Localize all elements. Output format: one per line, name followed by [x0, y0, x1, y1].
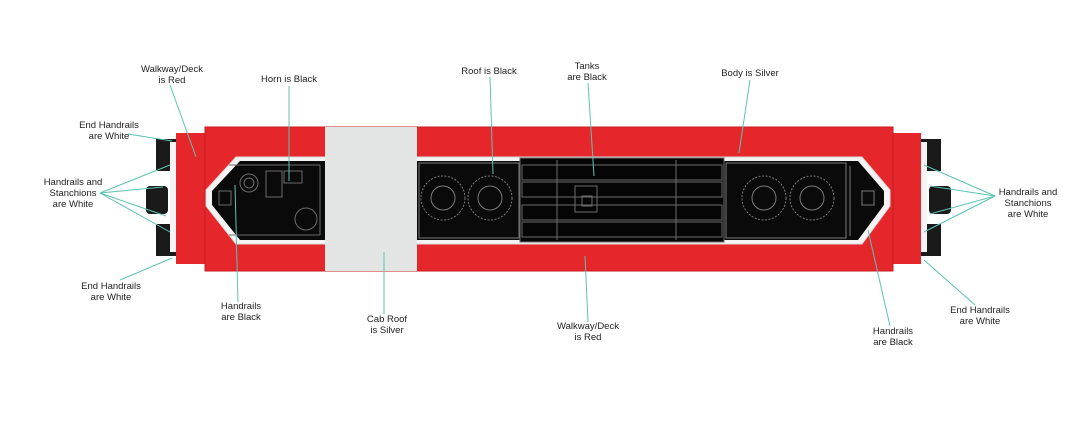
left-end-pilot	[146, 139, 176, 256]
walkway-deck-right-end	[893, 133, 921, 264]
label-walkway-top: Walkway/Deck is Red	[141, 64, 203, 86]
label-handrails-black-left: Handrails are Black	[220, 301, 262, 323]
label-roof: Roof is Black	[461, 66, 517, 77]
label-handrails-stanchions-right: Handrails and Stanchions are White	[998, 187, 1058, 220]
right-end-pilot	[921, 139, 951, 256]
radiator-fans-left	[418, 162, 520, 239]
tanks	[519, 157, 725, 243]
label-tanks: Tanks are Black	[567, 61, 607, 83]
label-handrails-black-right: Handrails are Black	[872, 326, 914, 348]
label-end-handrails-bottom-right: End Handrails are White	[950, 305, 1010, 327]
leader-lines	[99, 76, 996, 327]
label-end-handrails-bottom-left: End Handrails are White	[81, 281, 141, 303]
radiator-fans-right	[725, 162, 875, 239]
label-walkway-bottom: Walkway/Deck is Red	[557, 321, 619, 343]
label-body: Body is Silver	[721, 68, 779, 79]
label-cab-roof: Cab Roof is Silver	[366, 314, 408, 336]
label-handrails-stanchions-left: Handrails and Stanchions are White	[43, 177, 103, 210]
cab-roof	[325, 127, 417, 271]
label-horn: Horn is Black	[261, 74, 317, 85]
walkway-deck-left-end	[176, 133, 206, 264]
horn	[218, 164, 321, 236]
label-end-handrails-top-left: End Handrails are White	[79, 120, 139, 142]
